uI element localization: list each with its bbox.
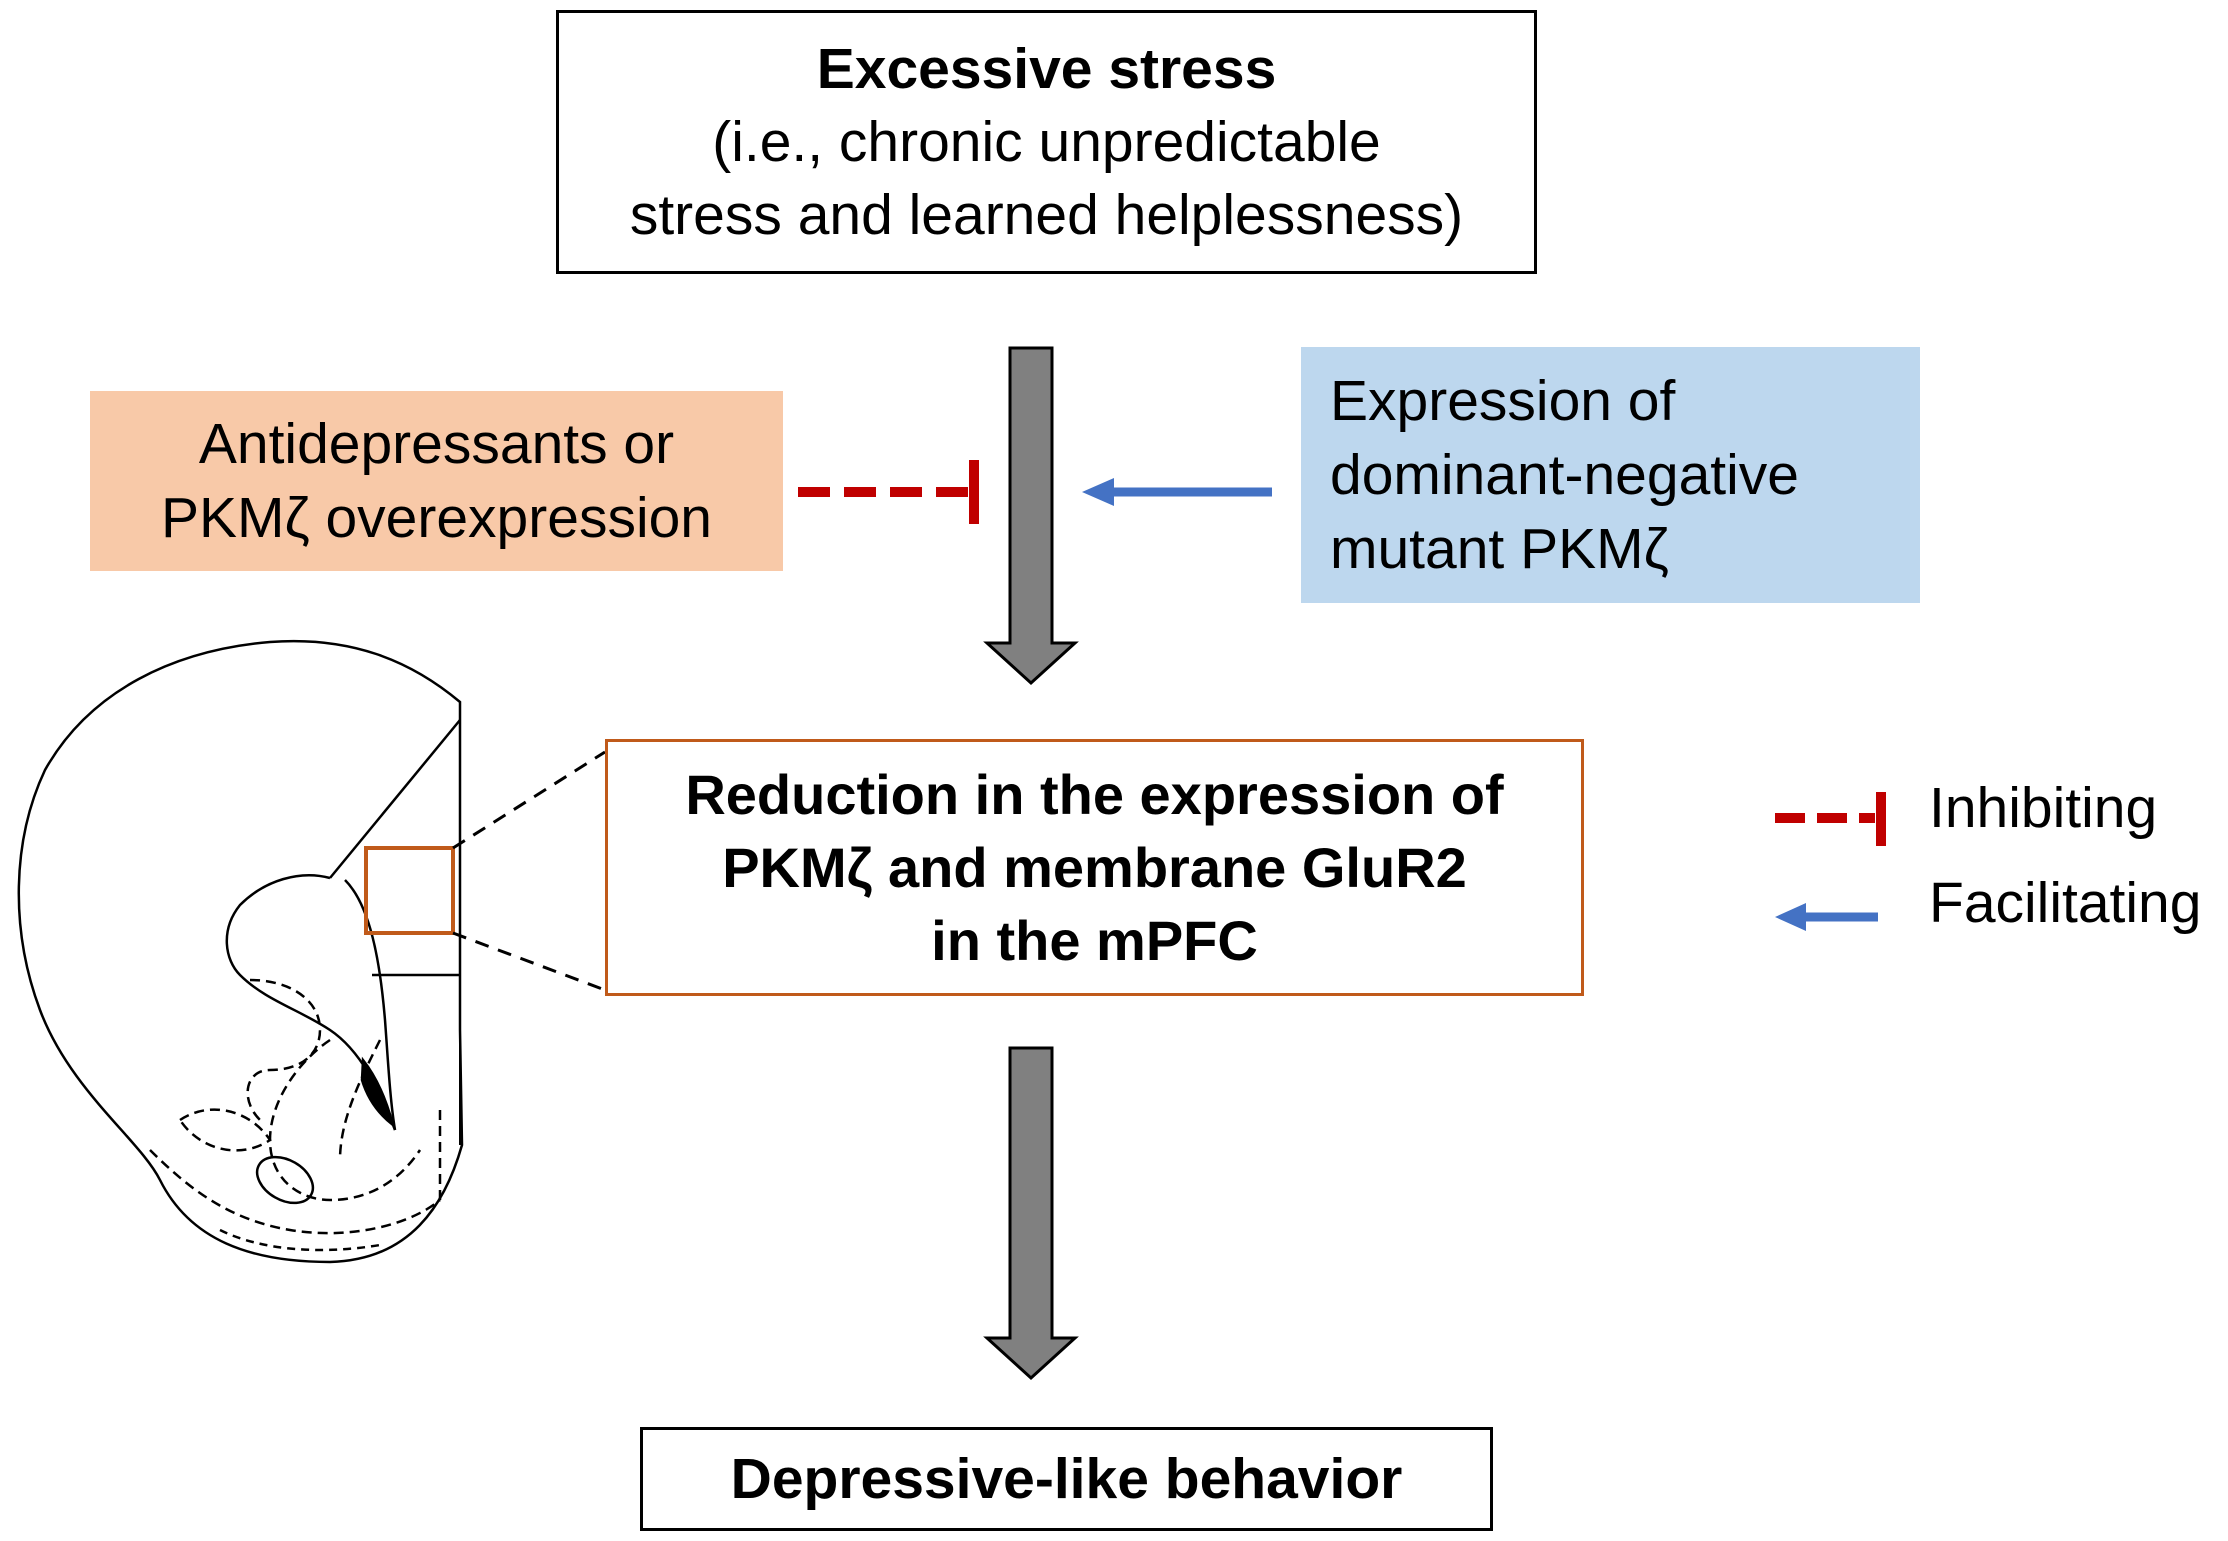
stress-to-reduction-arrow [983, 346, 1079, 686]
dominant-negative-line-1: Expression of [1330, 369, 1676, 433]
stress-title: Excessive stress [816, 36, 1277, 101]
antidepressants-box: Antidepressants or PKMζ overexpression [90, 391, 783, 571]
reduction-line-2: PKMζ and membrane GluR2 [722, 836, 1467, 899]
legend-facilitating-label: Facilitating [1929, 871, 2202, 935]
dominant-negative-line-3: mutant PKMζ [1330, 517, 1669, 581]
reduction-to-behavior-arrow [983, 1046, 1079, 1381]
reduction-box: Reduction in the expression of PKMζ and … [605, 739, 1584, 996]
inhibiting-connector [798, 460, 979, 524]
dominant-negative-box: Expression of dominant-negative mutant P… [1301, 347, 1920, 603]
excessive-stress-box: Excessive stress (i.e., chronic unpredic… [556, 10, 1537, 274]
antidepressants-line-1: Antidepressants or [198, 412, 675, 476]
legend-inhibit-symbol [1775, 792, 1886, 846]
legend-inhibiting-label: Inhibiting [1929, 776, 2158, 840]
brain-section-illustration [17, 639, 606, 1264]
dominant-negative-line-2: dominant-negative [1330, 443, 1799, 507]
reduction-line-3: in the mPFC [931, 909, 1258, 972]
depressive-behavior-box: Depressive-like behavior [640, 1427, 1493, 1531]
legend-facilitate-symbol [1775, 903, 1878, 931]
mpfc-highlight-box [364, 846, 455, 935]
depressive-behavior-label: Depressive-like behavior [730, 1447, 1403, 1511]
stress-detail-line-2: stress and learned helplessness) [629, 182, 1464, 247]
facilitating-connector [1082, 478, 1272, 506]
reduction-line-1: Reduction in the expression of [685, 763, 1504, 826]
antidepressants-line-2: PKMζ overexpression [160, 486, 713, 550]
stress-detail-line-1: (i.e., chronic unpredictable [712, 109, 1381, 174]
